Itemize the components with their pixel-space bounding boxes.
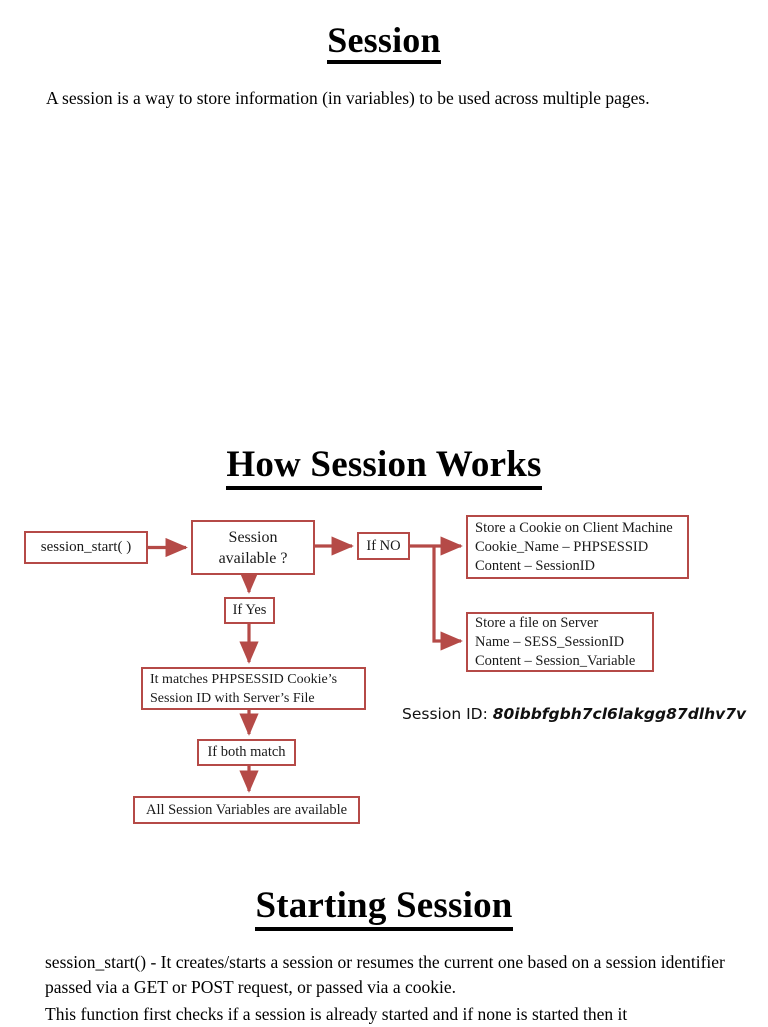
flow-node-it-matches: It matches PHPSESSID Cookie’s Session ID… xyxy=(141,667,366,710)
paragraph-session-start-description: session_start() - It creates/starts a se… xyxy=(45,952,725,997)
flow-node-store-file-line2: Name – SESS_SessionID xyxy=(475,633,625,650)
heading-how-session-works: How Session Works xyxy=(0,443,768,490)
flow-node-if-yes-label: If Yes xyxy=(232,602,267,618)
heading-how-session-works-text: How Session Works xyxy=(226,443,542,490)
flow-node-store-file-line1: Store a file on Server xyxy=(475,614,599,631)
session-id-value: 80ibbfgbh7cl6lakgg87dlhv7v xyxy=(492,705,747,723)
flow-node-store-cookie: Store a Cookie on Client Machine Cookie_… xyxy=(466,515,689,579)
flow-node-session-available-line2: available ? xyxy=(218,549,288,567)
flow-node-if-no-label: If NO xyxy=(366,537,401,554)
flow-node-session-available: Session available ? xyxy=(191,520,315,575)
flow-node-store-file-line3: Content – Session_Variable xyxy=(475,652,636,669)
session-id-label: Session ID: xyxy=(402,705,488,723)
flow-node-it-matches-line1: It matches PHPSESSID Cookie’s xyxy=(150,671,338,687)
paragraph-this-function: This function first checks if a session … xyxy=(45,1004,628,1024)
flow-node-if-both-match-label: If both match xyxy=(207,744,286,760)
flow-node-session-start-label: session_start( ) xyxy=(40,539,132,555)
arrow-if-no-to-store-file xyxy=(432,546,463,651)
flow-node-it-matches-line2: Session ID with Server’s File xyxy=(150,690,315,706)
heading-starting-session: Starting Session xyxy=(0,884,768,931)
page-title-text: Session xyxy=(327,19,442,64)
flow-node-store-cookie-line1: Store a Cookie on Client Machine xyxy=(475,519,673,536)
flow-node-if-yes: If Yes xyxy=(224,597,275,624)
flow-node-if-no: If NO xyxy=(357,532,410,560)
flow-node-if-both-match: If both match xyxy=(197,739,296,766)
flow-node-store-file: Store a file on Server Name – SESS_Sessi… xyxy=(466,612,654,672)
flow-node-all-session-variables-label: All Session Variables are available xyxy=(145,801,348,818)
flow-node-session-available-line1: Session xyxy=(228,528,278,546)
flow-node-session-start: session_start( ) xyxy=(24,531,148,564)
flow-node-store-cookie-line2: Cookie_Name – PHPSESSID xyxy=(475,538,649,555)
heading-starting-session-text: Starting Session xyxy=(255,884,513,931)
session-id-caption: Session ID: 80ibbfgbh7cl6lakgg87dlhv7v xyxy=(402,705,746,723)
flow-node-store-cookie-line3: Content – SessionID xyxy=(475,557,596,574)
flow-node-all-session-variables: All Session Variables are available xyxy=(133,796,360,824)
page-title: Session xyxy=(0,19,768,64)
intro-paragraph: A session is a way to store information … xyxy=(46,88,650,108)
